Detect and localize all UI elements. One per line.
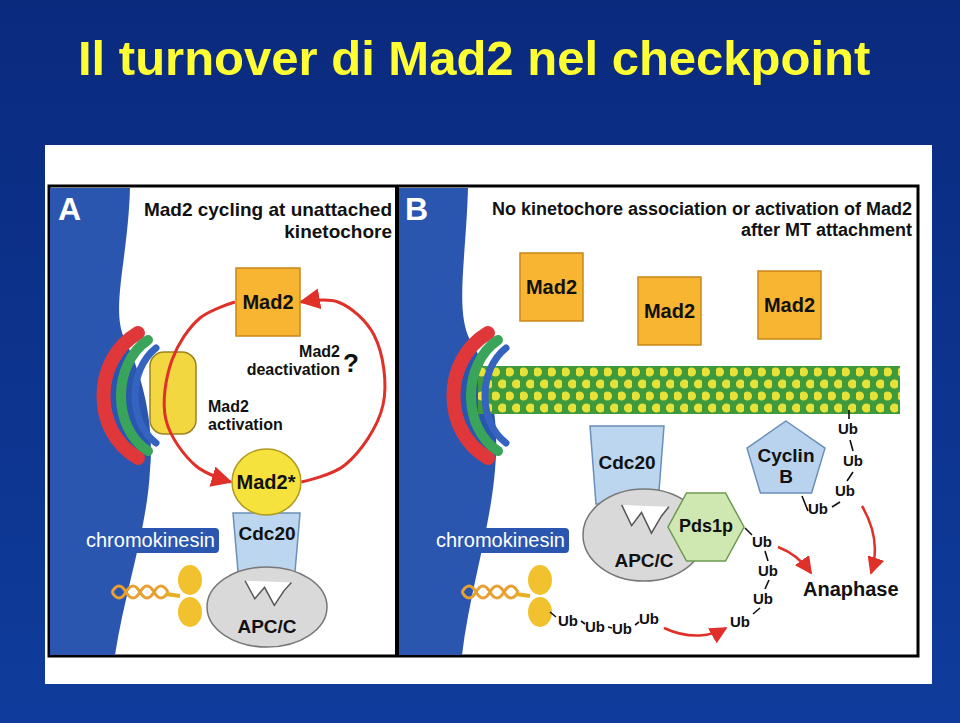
- protein-label: chromokinesin: [432, 528, 569, 553]
- ubiquitin-tag: Ub: [585, 618, 605, 635]
- motor-stalk: [516, 594, 530, 596]
- process-note: Mad2 activation: [208, 398, 308, 435]
- kinetochore-block: [150, 352, 196, 434]
- stage-label: Anaphase: [803, 578, 899, 601]
- node-label: Cdc20: [598, 453, 655, 474]
- ubiquitin-tag: Ub: [843, 452, 863, 469]
- motor-head: [178, 597, 202, 627]
- ubiquitin-tag: Ub: [758, 562, 778, 579]
- ubiquitin-arrows: [664, 506, 875, 636]
- node-label: APC/C: [614, 551, 673, 572]
- panel-letter: A: [58, 191, 81, 228]
- dna-helix: [112, 586, 168, 598]
- ubiquitin-tag: Ub: [558, 612, 578, 629]
- node-label: Mad2*: [237, 471, 296, 493]
- apc-c-ellipse: APC/C: [206, 566, 328, 648]
- pds1p-hexagon: Pds1p: [667, 492, 745, 562]
- question-mark: ?: [343, 349, 359, 379]
- ubiquitin-tag: Ub: [752, 533, 772, 550]
- microtubule: [478, 366, 900, 414]
- panel-heading: Mad2 cycling at unattached kinetochore: [140, 199, 392, 243]
- dna-helix: [462, 586, 518, 598]
- panel-frame: [49, 186, 918, 656]
- motor-head: [528, 565, 552, 595]
- cyclin-b-pentagon: Cyclin B: [746, 420, 826, 494]
- cycle-arrow: [164, 302, 235, 482]
- panel-letter: B: [405, 191, 428, 228]
- dna-helix: [462, 586, 518, 598]
- active-mad2-circle: Mad2*: [231, 448, 302, 516]
- ubiquitin-tag: Ub: [838, 420, 858, 437]
- node-label: Mad2: [526, 276, 577, 298]
- mad2-box: Mad2: [235, 267, 301, 337]
- motor-head: [178, 565, 202, 595]
- dna-helix: [112, 586, 168, 598]
- ubiquitin-tag: Ub: [808, 500, 828, 517]
- cycle-arrow: [301, 300, 385, 482]
- ubiquitin-tag: Ub: [835, 482, 855, 499]
- mad2-box: Mad2: [637, 276, 702, 346]
- ubiquitin-tag: Ub: [730, 613, 750, 630]
- ubiquitin-tag: Ub: [753, 590, 773, 607]
- panel-divider: [395, 186, 399, 656]
- node-label: Mad2: [644, 300, 695, 322]
- node-label: APC/C: [237, 617, 296, 638]
- mad2-box: Mad2: [519, 252, 584, 322]
- white-frame: [45, 145, 932, 684]
- panel-heading: No kinetochore association or activation…: [478, 199, 912, 240]
- node-label: Cyclin B: [752, 446, 820, 488]
- ubiquitin-tag: Ub: [612, 620, 632, 637]
- slide-title: Il turnover di Mad2 nel checkpoint: [78, 30, 870, 86]
- node-label: Mad2: [242, 291, 293, 313]
- ubiquitin-tag: Ub: [639, 610, 659, 627]
- chromosome: [50, 188, 151, 655]
- node-label: Mad2: [764, 294, 815, 316]
- motor-head: [528, 597, 552, 627]
- motor-stalk: [166, 594, 180, 596]
- mad2-box: Mad2: [757, 270, 822, 340]
- protein-label: chromokinesin: [82, 528, 219, 553]
- kinetochore-inner: [485, 348, 506, 443]
- node-label: Pds1p: [679, 517, 733, 537]
- process-note: Mad2 deactivation: [220, 343, 340, 380]
- node-label: Cdc20: [238, 524, 295, 545]
